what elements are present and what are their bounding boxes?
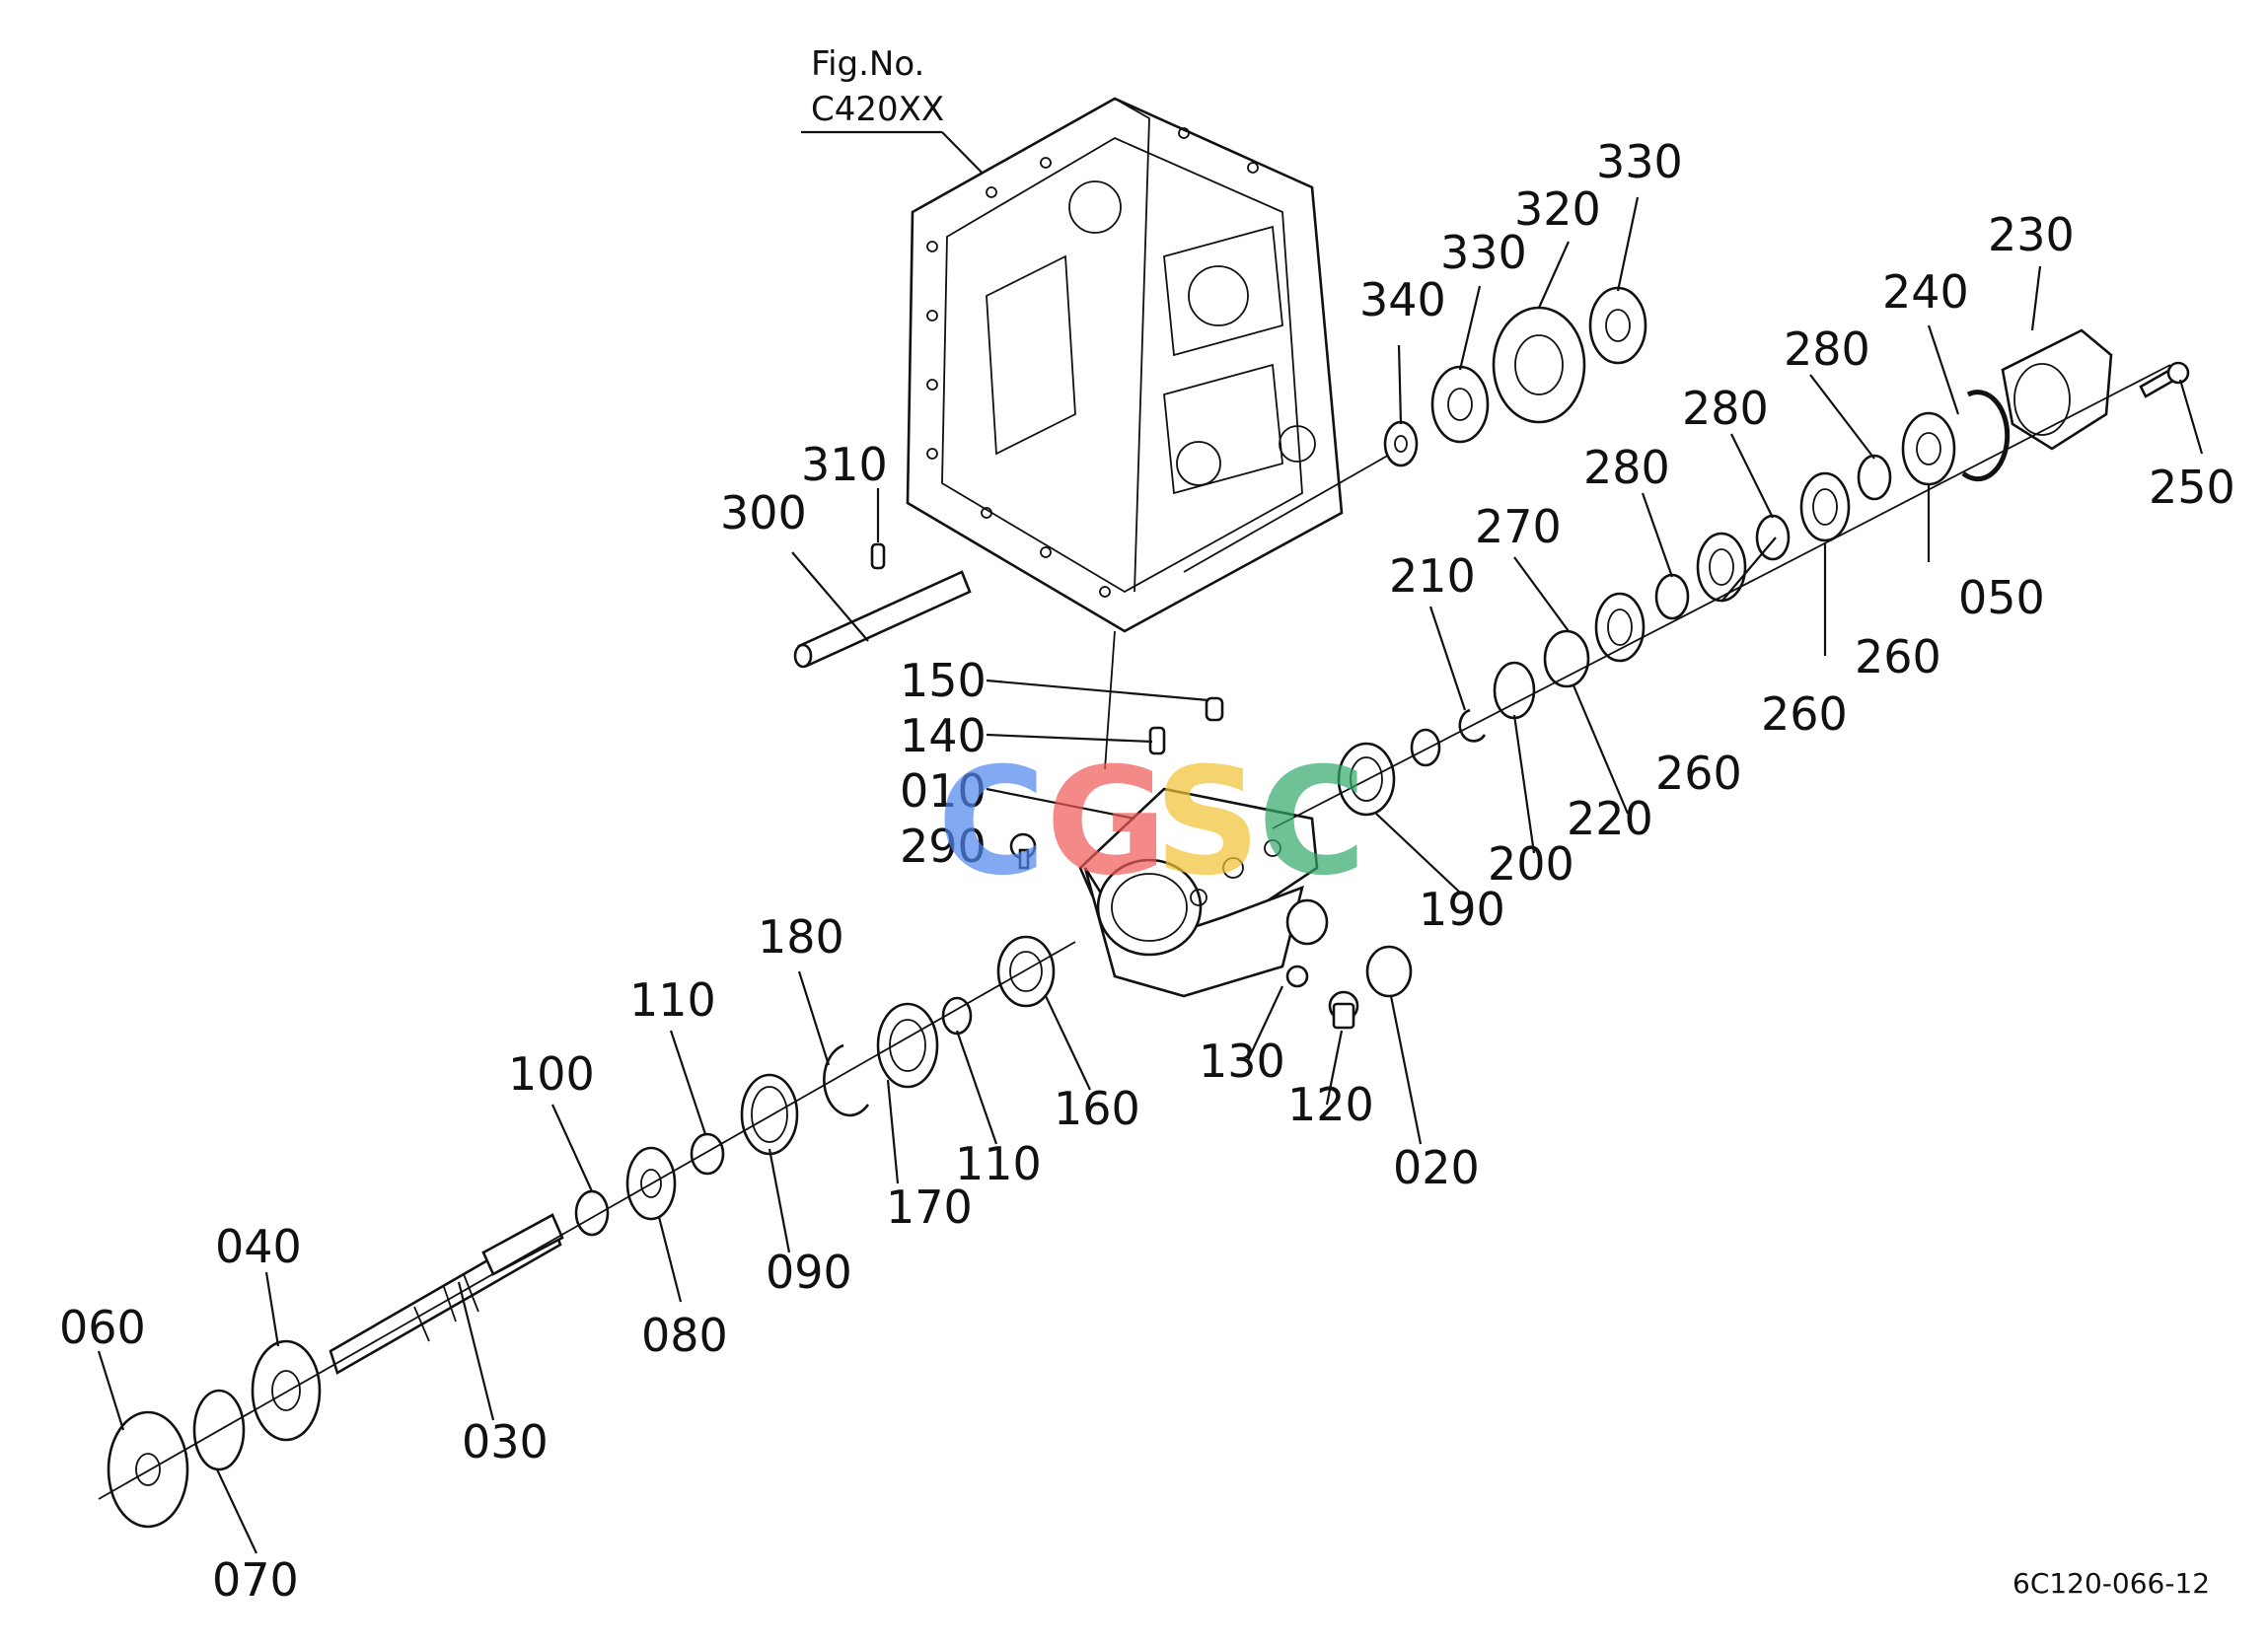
part-label: 260 [1655,747,1742,800]
part-label: 170 [886,1181,973,1234]
part-label: 070 [212,1553,299,1607]
part-label: 010 [900,764,987,818]
part-label: 300 [720,486,807,539]
part-label: 190 [1419,883,1505,936]
part-label: 100 [508,1047,595,1101]
part-label: 060 [59,1301,146,1354]
part-label: 270 [1475,500,1562,553]
part-label: 120 [1287,1078,1374,1131]
drawing-code: 6C120-066-12 [2012,1567,2210,1600]
watermark-letter: G [1046,737,1167,908]
part-label: 030 [462,1415,549,1468]
part-label: 330 [1440,226,1527,279]
part-labels: 300 310 150 140 010 290 340 330 320 330 … [59,135,2235,1607]
part-label: 340 [1359,273,1446,326]
transmission-case [906,97,1392,770]
part-label: 230 [1988,208,2075,261]
counter-gear-assembly [1383,286,1647,467]
shaft-300 [793,542,972,669]
part-label: 160 [1054,1082,1140,1135]
fig-number-block: Fig.No. C420XX [801,44,997,188]
part-label: 020 [1393,1141,1480,1194]
watermark-logo: C G S C [937,737,1366,908]
part-label: 090 [766,1246,852,1299]
part-label: 220 [1567,792,1653,845]
part-label: 110 [955,1137,1042,1190]
watermark-letter: C [937,737,1046,908]
part-label: 280 [1583,441,1670,494]
part-label: 130 [1199,1035,1285,1088]
leader-lines [97,196,2204,1554]
fig-number: C420XX [811,90,944,129]
part-label: 250 [2149,461,2235,514]
part-label: 260 [1855,630,1941,683]
main-shaft-assembly [98,935,1076,1529]
front-housing [1009,696,1413,1030]
part-label: 280 [1682,382,1769,435]
part-label: 210 [1389,549,1476,603]
fig-label: Fig.No. [811,44,924,84]
part-label: 310 [801,438,888,491]
part-label: 080 [641,1309,728,1362]
part-label: 280 [1784,322,1870,376]
part-label: 320 [1514,182,1601,236]
part-label: 240 [1882,265,1969,319]
part-label: 200 [1488,837,1574,891]
part-label: 050 [1958,571,2045,624]
part-label: 260 [1761,687,1848,741]
part-label: 140 [900,709,987,762]
part-label: 040 [215,1220,302,1273]
part-label: 150 [900,654,987,707]
watermark-letter: S [1154,737,1261,908]
part-label: 110 [629,973,716,1027]
part-label: 290 [900,820,987,873]
part-label: 330 [1596,135,1683,188]
watermark-letter: C [1258,737,1366,908]
part-label: 180 [758,910,844,964]
